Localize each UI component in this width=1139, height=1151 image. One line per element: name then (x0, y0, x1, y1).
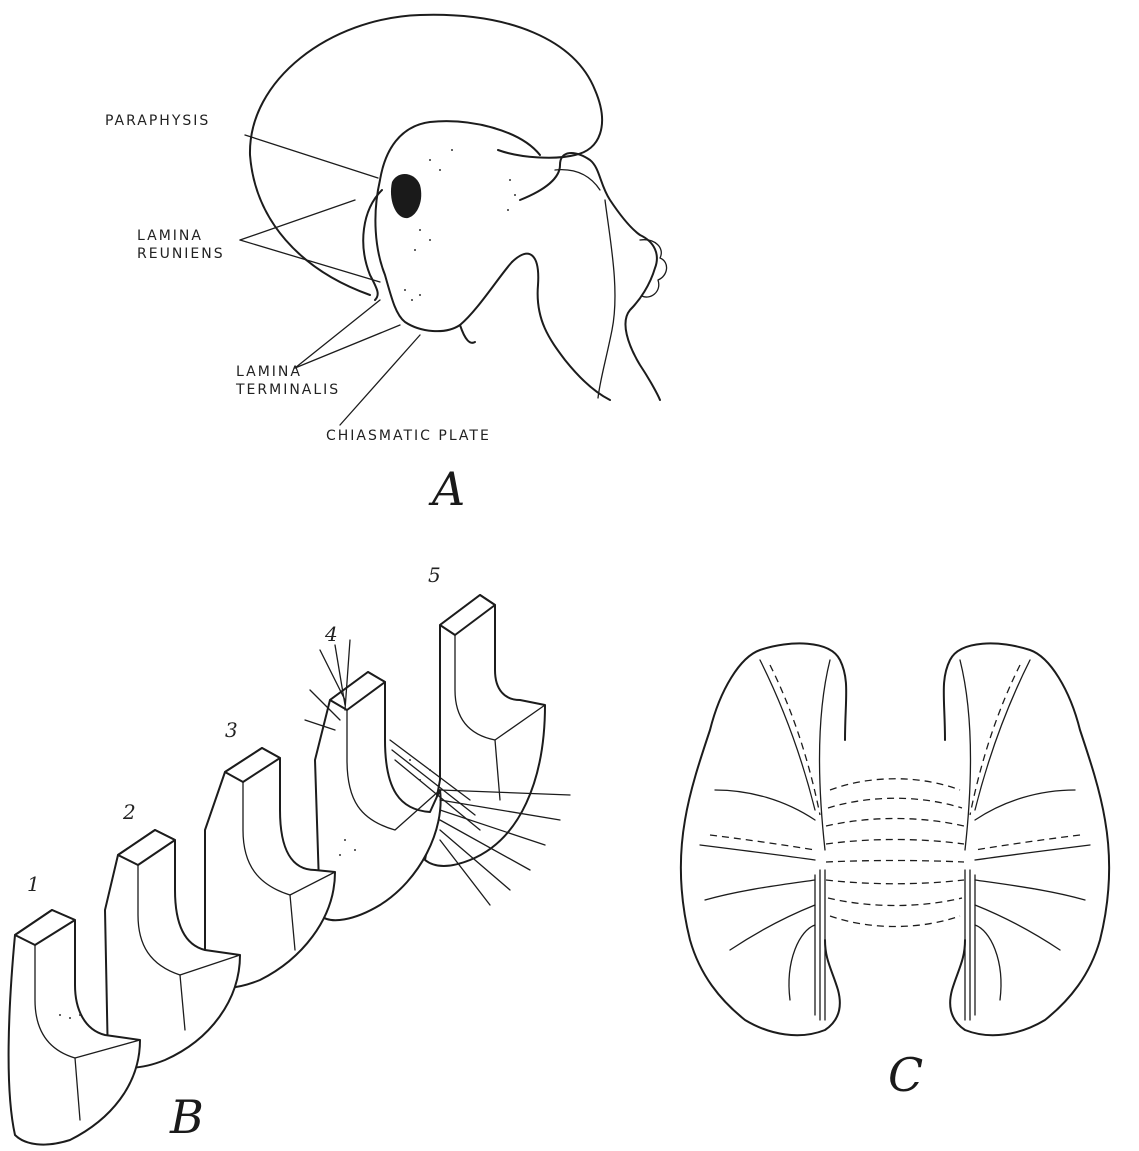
panel-letter-c: C (888, 1048, 923, 1102)
